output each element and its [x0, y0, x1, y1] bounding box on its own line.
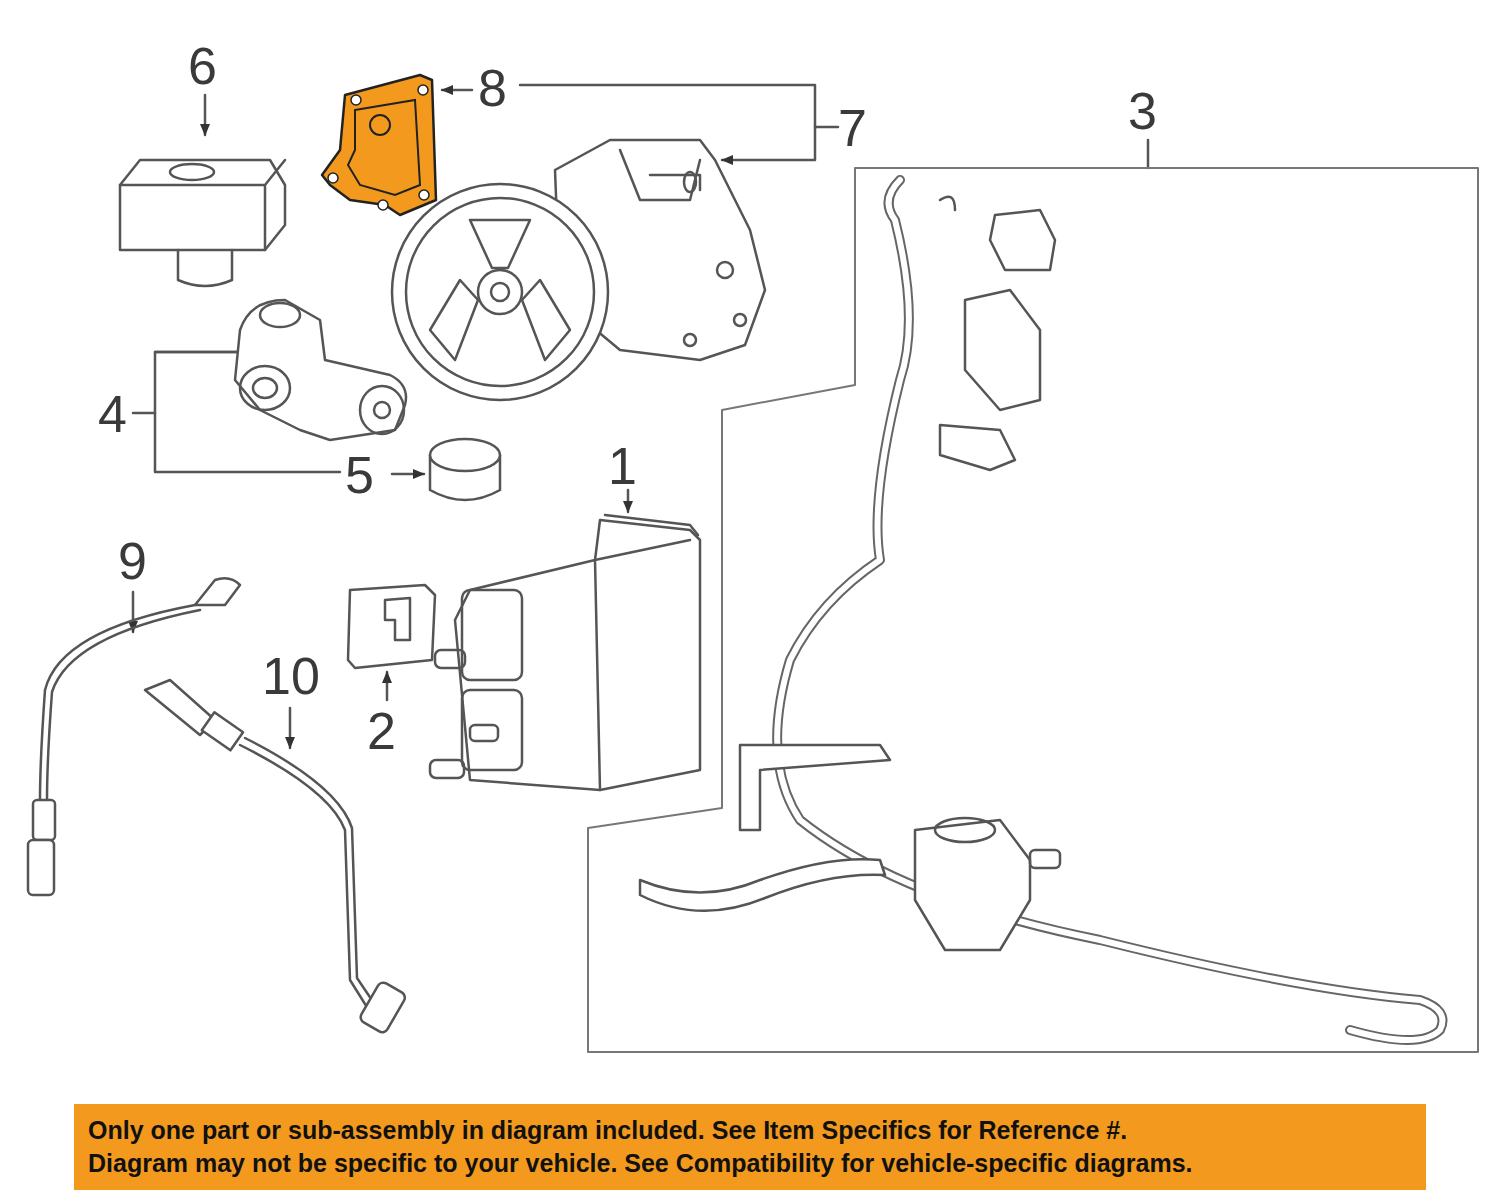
notice-text: Diagram may not be specific to your vehi…: [88, 1147, 1412, 1180]
notice-banner: Only one part or sub-assembly in diagram…: [74, 1104, 1426, 1190]
callout-number: 10: [262, 650, 320, 702]
callout-number: 5: [345, 449, 374, 501]
callout-number: 8: [478, 62, 507, 114]
callout-number: 3: [1128, 85, 1157, 137]
callout-number: 4: [98, 388, 127, 440]
callout-number: 7: [838, 102, 867, 154]
callout-number: 9: [118, 535, 147, 587]
notice-text: Only one part or sub-assembly in diagram…: [88, 1114, 1412, 1147]
callout-number: 6: [188, 40, 217, 92]
callout-number: 1: [608, 440, 637, 492]
callout-number: 2: [367, 705, 396, 757]
